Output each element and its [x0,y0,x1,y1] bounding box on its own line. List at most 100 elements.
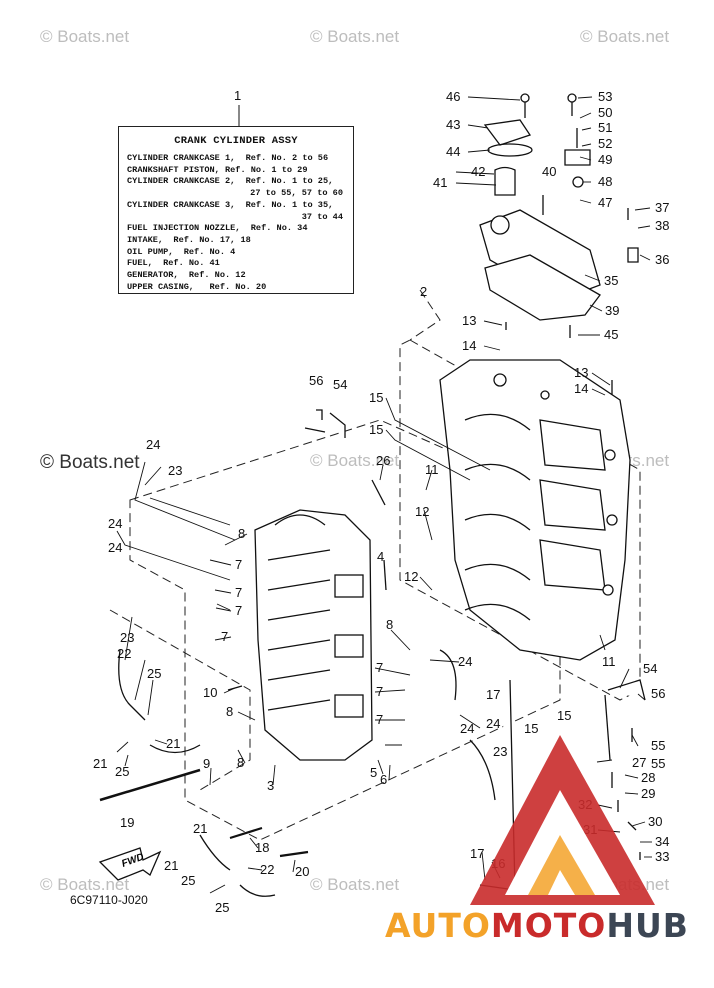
part-label: 21 [164,858,178,873]
part-number-labels: 46 53 50 51 43 52 44 49 42 40 48 41 47 3… [93,89,669,915]
legend-line: UPPER CASING, Ref. No. 20 [127,281,267,292]
watermark: © Boats.net [580,27,669,46]
part-label: 23 [120,630,134,645]
brand-part-hub: HUB [606,906,689,945]
legend-line: OIL PUMP, Ref. No. 4 [127,246,236,257]
legend-title: CRANK CYLINDER ASSY [174,135,298,147]
part-label: 30 [648,814,662,829]
brand-wordmark: AUTOMOTOHUB [385,906,689,945]
part-label: 52 [598,136,612,151]
part-label: 13 [462,313,476,328]
part-label: 37 [655,200,669,215]
part-label: 26 [376,453,390,468]
part-label: 24 [460,721,474,736]
part-label: 10 [203,685,217,700]
part-label: 49 [598,152,612,167]
part-label: 11 [602,654,616,669]
part-label: 19 [120,815,134,830]
watermark: © Boats.net [310,27,399,46]
part-label: 15 [369,390,383,405]
part-label: 7 [376,660,383,675]
part-label: 7 [235,557,242,572]
part-label: 8 [238,526,245,541]
part-label: 56 [651,686,665,701]
part-label: 54 [333,377,347,392]
part-label: 7 [235,585,242,600]
hoses [118,649,496,897]
assembly-outlines [109,289,641,841]
watermark: © Boats.net [310,875,399,894]
part-label: 15 [369,422,383,437]
part-label: 25 [147,666,161,681]
part-label: 5 [370,765,377,780]
part-label: 42 [471,164,485,179]
part-label: 15 [524,721,538,736]
part-label: 48 [598,174,612,189]
brand-part-auto: AUTO [385,906,491,945]
part-label: 8 [386,617,393,632]
part-label: 13 [574,365,588,380]
part-label: 12 [415,504,429,519]
part-label: 38 [655,218,669,233]
part-label: 8 [237,755,244,770]
watermark: © Boats.net [40,27,129,46]
part-label: 23 [168,463,182,478]
part-label: 25 [181,873,195,888]
part-label: 18 [255,840,269,855]
part-label: 22 [117,646,131,661]
part-label: 55 [651,756,665,771]
part-label: 20 [295,864,309,879]
part-label: 45 [604,327,618,342]
crankcase-block [439,359,631,661]
part-label: 47 [598,195,612,210]
legend-line: CYLINDER CRANKCASE 1, Ref. No. 2 to 56 [127,153,329,163]
part-label: 21 [193,821,207,836]
part-label: 25 [115,764,129,779]
watermark: © Boats.net [40,875,129,894]
part-label: 8 [226,704,233,719]
part-label: 55 [651,738,665,753]
part-label: 39 [605,303,619,318]
part-label: 6 [380,772,387,787]
part-label: 14 [462,338,476,353]
part-label: 7 [221,629,228,644]
part-label: 27 [632,755,646,770]
legend-line: 37 to 44 [301,211,343,222]
part-label: 28 [641,770,655,785]
top-cover-assembly [479,119,639,321]
part-label: 22 [260,862,274,877]
part-label: 3 [267,778,274,793]
part-label: 21 [166,736,180,751]
part-label: 7 [376,712,383,727]
part-label: 44 [446,144,460,159]
legend-number: 1 [234,88,241,103]
part-label: 24 [108,516,122,531]
leader-lines [116,96,652,894]
part-label: 7 [376,684,383,699]
part-label: 24 [486,716,500,731]
part-label: 14 [574,381,588,396]
part-label: 33 [655,849,669,864]
part-label: 54 [643,661,657,676]
assembly-legend: CRANK CYLINDER ASSY CYLINDER CRANKCASE 1… [118,126,354,294]
part-label: 40 [542,164,556,179]
part-label: 41 [433,175,447,190]
legend-line: INTAKE, Ref. No. 17, 18 [127,234,251,245]
legend-line: FUEL INJECTION NOZZLE, Ref. No. 34 [127,223,308,234]
watermark: © Boats.net [310,451,399,470]
part-label: 36 [655,252,669,267]
part-label: 21 [93,756,107,771]
part-label: 46 [446,89,460,104]
part-label: 23 [493,744,507,759]
part-label: 17 [486,687,500,702]
part-label: 7 [235,603,242,618]
part-label: 11 [425,462,439,477]
part-label: 29 [641,786,655,801]
fwd-arrow-icon: FWD [98,847,162,881]
legend-line: CYLINDER CRANKCASE 3, Ref. No. 1 to 35, [127,199,334,210]
automotohub-logo-icon [470,735,655,905]
part-label: 25 [215,900,229,915]
diagram-code: 6C97110-J020 [70,893,148,907]
legend-line: FUEL, Ref. No. 41 [127,258,220,269]
